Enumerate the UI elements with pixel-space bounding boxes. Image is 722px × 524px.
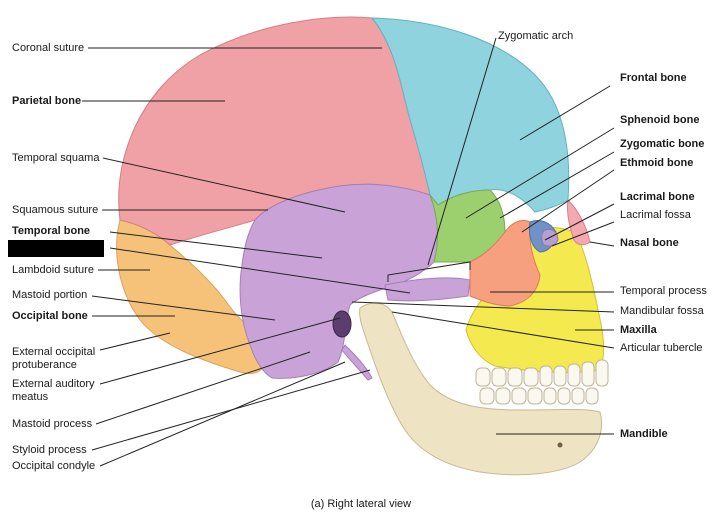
styloid-process-shape [341,344,373,381]
label-temporal-bone: Temporal bone [12,225,91,237]
leader-lines [82,37,615,467]
figure-caption: (a) Right lateral view [310,498,412,510]
label-sphenoid-bone: Sphenoid bone [620,114,700,126]
label-lacrimal-bone: Lacrimal bone [620,191,695,203]
zygomatic-arch-temporal-shape [384,277,471,302]
label-coronal-suture: Coronal suture [12,42,85,54]
temporal-bone-shape [239,183,438,379]
label-zygomatic-arch: Zygomatic arch [498,30,574,42]
label-temporal-squama: Temporal squama [12,152,100,164]
label-ethmoid-bone: Ethmoid bone [620,157,694,169]
label-external-auditory-meatus: External auditory meatus [12,378,95,403]
label-squamous-suture: Squamous suture [12,204,99,216]
label-temporal-process: Temporal process [620,285,707,297]
label-lambdoid-suture: Lambdoid suture [12,264,94,276]
label-mastoid-process: Mastoid process [12,418,93,430]
mandible-shape [359,302,603,476]
label-mandibular-fossa: Mandibular fossa [620,305,704,317]
label-frontal-bone: Frontal bone [620,72,687,84]
zygomatic-bone-shape [469,219,541,307]
label-external-occipital-protuberance: External occipital protuberance [12,346,96,371]
label-maxilla: Maxilla [620,324,657,336]
label-occipital-condyle: Occipital condyle [12,460,96,472]
label-articular-tubercle: Articular tubercle [620,342,703,354]
label-mandible: Mandible [620,428,668,440]
label-parietal-bone: Parietal bone [12,95,82,107]
teeth [475,359,609,405]
label-nasal-bone: Nasal bone [620,237,679,249]
frontal-bone-shape [370,17,570,213]
label-zygomatic-bone: Zygomatic bone [620,138,705,150]
redacted-label [8,240,104,257]
label-mastoid-portion: Mastoid portion [12,289,88,301]
label-lacrimal-fossa: Lacrimal fossa [620,209,691,221]
external-auditory-meatus-shape [332,310,352,338]
label-styloid-process: Styloid process [12,444,87,456]
label-occipital-bone: Occipital bone [12,310,88,322]
